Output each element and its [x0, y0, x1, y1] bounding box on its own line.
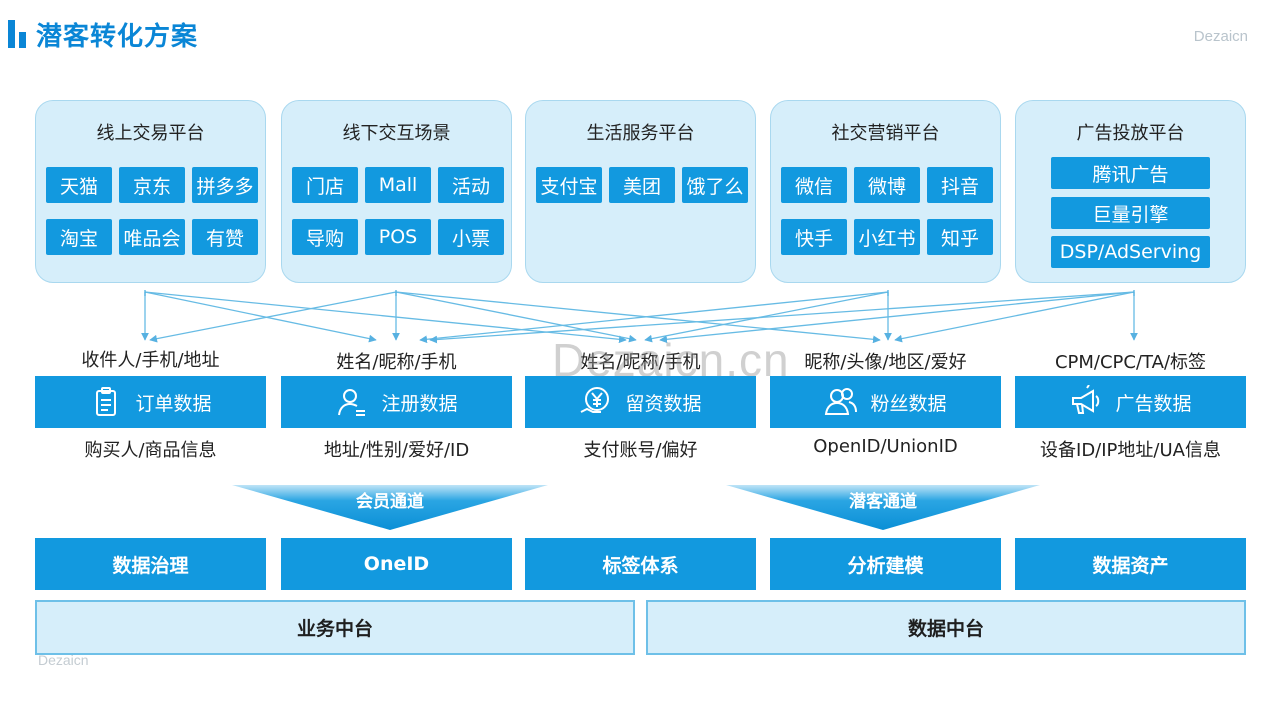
chip-tencent-ads: 腾讯广告	[1051, 157, 1210, 189]
caption-ad-fields: CPM/CPC/TA/标签	[1054, 352, 1207, 373]
data-box-label: 订单数据	[135, 392, 212, 415]
caption-order-fields: 收件人/手机/地址	[81, 350, 220, 371]
caption-fans-extra: OpenID/UnionID	[813, 436, 958, 457]
data-box-ads: 广告数据	[1015, 376, 1246, 428]
data-box-order: 订单数据	[35, 376, 266, 428]
member-channel-arrow	[232, 485, 548, 530]
chip-zhihu: 知乎	[927, 219, 993, 255]
chip-dsp-adserving: DSP/AdServing	[1051, 236, 1210, 268]
chip-pos: POS	[365, 219, 431, 255]
chip-youzan: 有赞	[192, 219, 258, 255]
platform-title: 社交营销平台	[831, 123, 940, 144]
platform-title: 线上交易平台	[96, 123, 205, 144]
prospect-channel: 潜客通道	[726, 485, 1040, 530]
platform-title: 生活服务平台	[586, 123, 695, 144]
data-box-label: 注册数据	[381, 392, 458, 415]
user-icon	[338, 389, 366, 416]
platform-offline-scene: 线下交互场景 门店 Mall 活动 导购 POS 小票	[281, 100, 512, 283]
capability-oneid: OneID	[281, 538, 512, 590]
chip-mall: Mall	[365, 167, 431, 203]
member-channel-label: 会员通道	[356, 492, 424, 512]
page-title-text: 潜客转化方案	[36, 21, 199, 52]
data-box-label: 留资数据	[625, 392, 702, 415]
platform-life-service: 生活服务平台 支付宝 美团 饿了么	[525, 100, 756, 283]
platform-title: 广告投放平台	[1076, 123, 1185, 144]
platform-title: 线下交互场景	[342, 123, 451, 144]
megaphone-icon	[1072, 385, 1100, 414]
watermark-bottom-left: Dezaicn	[38, 652, 89, 668]
capability-analysis-modeling: 分析建模	[770, 538, 1001, 590]
chip-vip: 唯品会	[119, 219, 185, 255]
users-icon	[825, 388, 858, 415]
data-middle-platform: 数据中台	[646, 600, 1246, 655]
chip-event: 活动	[438, 167, 504, 203]
title-bar-icon	[8, 20, 26, 48]
chip-store: 门店	[292, 167, 358, 203]
capability-data-assets: 数据资产	[1015, 538, 1246, 590]
caption-fans-fields: 昵称/头像/地区/爱好	[804, 352, 967, 373]
data-box-label: 粉丝数据	[870, 392, 947, 415]
caption-ad-extra: 设备ID/IP地址/UA信息	[1040, 440, 1221, 461]
data-box-lead: 留资数据	[525, 376, 756, 428]
watermark-top-right: Dezaicn	[1193, 28, 1248, 45]
caption-lead-fields: 姓名/昵称/手机	[580, 352, 701, 373]
platform-advertising: 广告投放平台 腾讯广告 巨量引擎 DSP/AdServing	[1015, 100, 1246, 283]
chip-douyin: 抖音	[927, 167, 993, 203]
platform-social-marketing: 社交营销平台 微信 微博 抖音 快手 小红书 知乎	[770, 100, 1001, 283]
chip-eleme: 饿了么	[682, 167, 748, 203]
capability-tag-system: 标签体系	[525, 538, 756, 590]
page-title: 潜客转化方案	[8, 18, 199, 52]
chip-meituan: 美团	[609, 167, 675, 203]
chip-guide: 导购	[292, 219, 358, 255]
caption-order-extra: 购买人/商品信息	[84, 440, 217, 461]
chip-wechat: 微信	[781, 167, 847, 203]
chip-receipt: 小票	[438, 219, 504, 255]
data-box-label: 广告数据	[1115, 392, 1192, 415]
chip-alipay: 支付宝	[536, 167, 602, 203]
caption-register-extra: 地址/性别/爱好/ID	[323, 440, 470, 461]
business-middle-platform: 业务中台	[35, 600, 635, 655]
chip-xiaohongshu: 小红书	[854, 219, 920, 255]
chip-oceanengine: 巨量引擎	[1051, 197, 1210, 229]
chip-jd: 京东	[119, 167, 185, 203]
caption-lead-extra: 支付账号/偏好	[583, 440, 698, 461]
caption-register-fields: 姓名/昵称/手机	[336, 352, 457, 373]
data-box-register: 注册数据	[281, 376, 512, 428]
clipboard-icon	[96, 387, 117, 416]
data-box-fans: 粉丝数据	[770, 376, 1001, 428]
chip-kuaishou: 快手	[781, 219, 847, 255]
prospect-channel-label: 潜客通道	[849, 492, 917, 512]
member-channel: 会员通道	[232, 485, 548, 530]
chip-tmall: 天猫	[46, 167, 112, 203]
prospect-channel-arrow	[726, 485, 1040, 530]
chip-weibo: 微博	[854, 167, 920, 203]
platform-online-trade: 线上交易平台 天猫 京东 拼多多 淘宝 唯品会 有赞	[35, 100, 266, 283]
capability-data-governance: 数据治理	[35, 538, 266, 590]
yen-hand-icon	[581, 387, 610, 413]
chip-taobao: 淘宝	[46, 219, 112, 255]
chip-pinduoduo: 拼多多	[192, 167, 258, 203]
